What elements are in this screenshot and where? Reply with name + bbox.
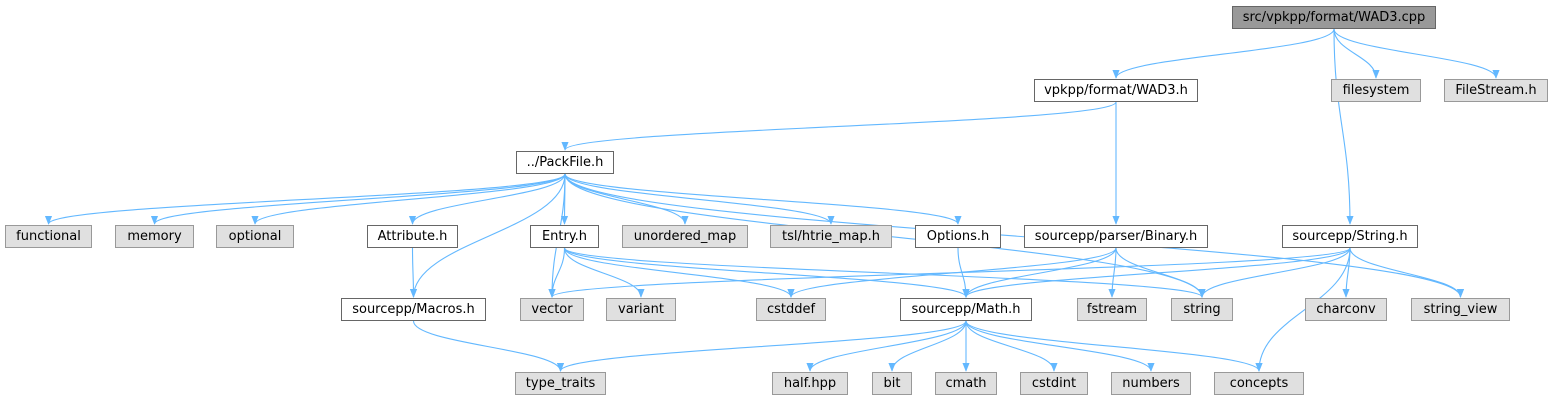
node-attribute-h[interactable]: Attribute.h (367, 225, 458, 248)
node-type-traits: type_traits (515, 372, 606, 395)
edge-wad3_cpp-to-filestream_h (1333, 28, 1500, 79)
node-htrie-map-h: tsl/htrie_map.h (770, 225, 892, 248)
edge-math_h-to-numbers (965, 320, 1155, 372)
node-cmath: cmath (935, 372, 997, 395)
node-concepts: concepts (1214, 372, 1304, 395)
node-charconv: charconv (1305, 298, 1387, 321)
node-wad3-h[interactable]: vpkpp/format/WAD3.h (1034, 79, 1198, 102)
node-vector: vector (520, 298, 584, 321)
edge-string_h-to-string_view (1349, 247, 1465, 298)
edge-math_h-to-cstdint (965, 320, 1058, 372)
node-string-h[interactable]: sourcepp/String.h (1282, 225, 1418, 248)
edge-packfile_h-to-macros_h (409, 173, 566, 298)
node-options-h[interactable]: Options.h (915, 225, 1001, 248)
edge-binary_h-to-fstream (1108, 247, 1117, 298)
node-half-hpp: half.hpp (772, 372, 848, 395)
edge-string_h-to-string (1198, 247, 1351, 298)
node-functional: functional (5, 225, 92, 248)
node-math-h[interactable]: sourcepp/Math.h (900, 298, 1032, 321)
edge-entry_h-to-cstddef (563, 247, 795, 298)
node-cstddef: cstddef (756, 298, 826, 321)
node-packfile-h[interactable]: ../PackFile.h (516, 151, 614, 174)
edge-packfile_h-to-entry_h (560, 173, 569, 225)
node-optional: optional (216, 225, 294, 248)
node-macros-h[interactable]: sourcepp/Macros.h (341, 298, 486, 321)
edge-entry_h-to-string (563, 247, 1206, 298)
node-binary-h[interactable]: sourcepp/parser/Binary.h (1024, 225, 1208, 248)
edge-string_h-to-vector (548, 247, 1351, 298)
edge-attribute_h-to-macros_h (409, 247, 418, 298)
edge-packfile_h-to-attribute_h (408, 173, 566, 225)
node-string-view: string_view (1411, 298, 1510, 321)
edge-packfile_h-to-string_view (564, 173, 1464, 298)
node-variant: variant (606, 298, 676, 321)
edge-packfile_h-to-optional (251, 173, 566, 225)
node-memory: memory (115, 225, 194, 248)
edge-math_h-to-concepts (965, 320, 1263, 372)
node-bit: bit (872, 372, 912, 395)
edge-binary_h-to-math_h (962, 247, 1117, 298)
edge-wad3_cpp-to-wad3_h (1112, 28, 1335, 79)
edge-wad3_h-to-packfile_h (561, 101, 1117, 151)
node-string: string (1171, 298, 1233, 321)
node-filestream-h: FileStream.h (1444, 79, 1548, 102)
node-wad3-cpp: src/vpkpp/format/WAD3.cpp (1232, 6, 1436, 29)
edge-entry_h-to-math_h (563, 247, 970, 298)
edge-packfile_h-to-memory (151, 173, 566, 225)
node-filesystem: filesystem (1331, 79, 1421, 102)
edge-entry_h-to-variant (563, 247, 645, 298)
edge-entry_h-to-vector (548, 247, 566, 298)
edge-wad3_cpp-to-filesystem (1333, 28, 1380, 79)
node-fstream: fstream (1077, 298, 1147, 321)
node-cstdint: cstdint (1020, 372, 1088, 395)
node-numbers: numbers (1111, 372, 1191, 395)
node-entry-h[interactable]: Entry.h (530, 225, 599, 248)
edge-packfile_h-to-htrie_map_h (564, 173, 835, 225)
edge-packfile_h-to-unordered_map (564, 173, 689, 225)
edge-packfile_h-to-options_h (564, 173, 962, 225)
edge-string_h-to-math_h (962, 247, 1351, 298)
edge-macros_h-to-type_traits (412, 320, 565, 372)
edge-wad3_cpp-to-string_h (1333, 28, 1354, 225)
edge-string_h-to-concepts (1255, 247, 1351, 372)
edge-string_h-to-charconv (1342, 247, 1351, 298)
edge-math_h-to-type_traits (557, 320, 967, 372)
edge-math_h-to-half_hpp (806, 320, 967, 372)
edge-packfile_h-to-functional (45, 173, 566, 225)
node-unordered-map: unordered_map (622, 225, 748, 248)
edge-math_h-to-bit (888, 320, 967, 372)
